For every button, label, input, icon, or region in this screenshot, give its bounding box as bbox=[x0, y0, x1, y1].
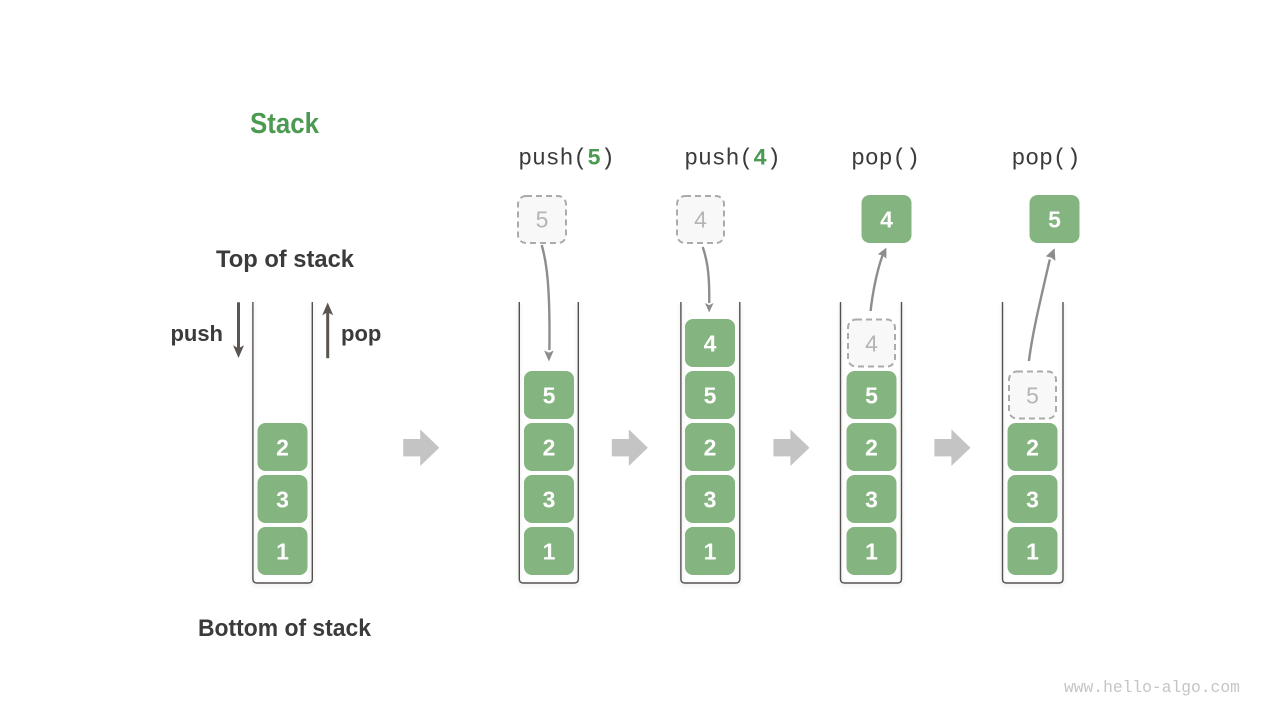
svg-text:2: 2 bbox=[865, 434, 878, 460]
svg-text:www.hello-algo.com: www.hello-algo.com bbox=[1064, 678, 1240, 697]
svg-text:2: 2 bbox=[543, 434, 556, 460]
svg-text:push(5): push(5) bbox=[518, 146, 615, 172]
svg-text:push: push bbox=[170, 321, 223, 346]
svg-text:4: 4 bbox=[704, 330, 717, 356]
svg-text:3: 3 bbox=[704, 486, 717, 512]
svg-text:1: 1 bbox=[276, 538, 289, 564]
svg-text:pop(): pop() bbox=[851, 146, 920, 172]
svg-text:Top of stack: Top of stack bbox=[216, 246, 355, 273]
svg-text:pop(): pop() bbox=[1012, 146, 1081, 172]
svg-text:2: 2 bbox=[704, 434, 717, 460]
svg-text:2: 2 bbox=[276, 434, 289, 460]
svg-text:3: 3 bbox=[865, 486, 878, 512]
svg-text:Bottom of stack: Bottom of stack bbox=[198, 615, 372, 642]
svg-text:5: 5 bbox=[704, 382, 717, 408]
svg-text:pop: pop bbox=[341, 321, 381, 346]
svg-text:2: 2 bbox=[1026, 434, 1039, 460]
svg-text:5: 5 bbox=[1048, 206, 1061, 232]
svg-text:4: 4 bbox=[880, 206, 893, 232]
svg-text:1: 1 bbox=[543, 538, 556, 564]
svg-text:5: 5 bbox=[536, 206, 549, 232]
svg-text:5: 5 bbox=[1026, 382, 1039, 408]
svg-text:4: 4 bbox=[694, 206, 707, 232]
svg-text:5: 5 bbox=[865, 382, 878, 408]
svg-text:3: 3 bbox=[1026, 486, 1039, 512]
svg-text:1: 1 bbox=[865, 538, 878, 564]
svg-text:4: 4 bbox=[865, 330, 878, 356]
svg-text:3: 3 bbox=[276, 486, 289, 512]
svg-text:5: 5 bbox=[543, 382, 556, 408]
svg-text:1: 1 bbox=[704, 538, 717, 564]
svg-text:1: 1 bbox=[1026, 538, 1039, 564]
svg-text:3: 3 bbox=[543, 486, 556, 512]
svg-text:push(4): push(4) bbox=[684, 146, 781, 172]
svg-text:Stack: Stack bbox=[250, 108, 320, 140]
